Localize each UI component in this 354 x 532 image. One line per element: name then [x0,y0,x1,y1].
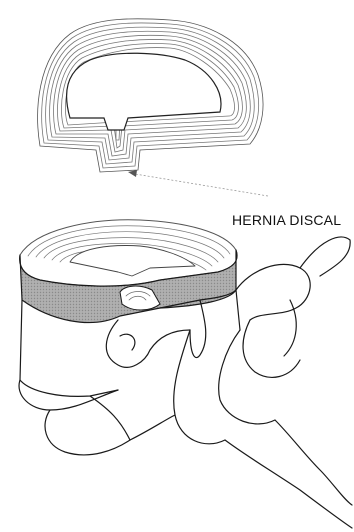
pointer-arrow [128,170,268,196]
disc-cross-section [38,19,263,172]
vertebra-drawing [19,220,352,528]
hernia-discal-label: HERNIA DISCAL [232,212,341,228]
